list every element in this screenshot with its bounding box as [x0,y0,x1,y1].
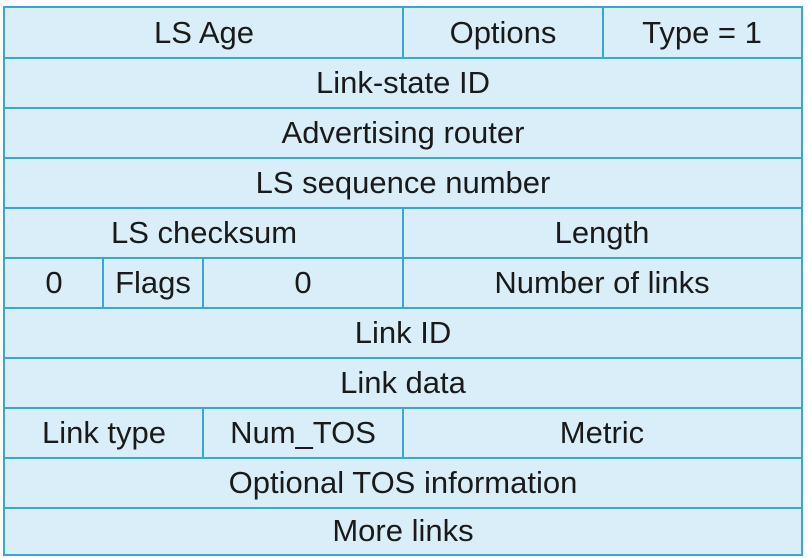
link-state-id-field: Link-state ID [315,65,490,100]
row-link-type-metric: Link type Num_TOS Metric [5,408,801,458]
divider-v-r1b [602,8,604,58]
row-checksum-length: LS checksum Length [5,208,801,258]
row-flags-links: 0 Flags 0 Number of links [5,258,801,308]
divider-h2 [5,107,801,109]
optional-tos-field: Optional TOS information [228,465,578,500]
flags-field: Flags [115,265,191,300]
link-id-field: Link ID [354,315,452,350]
divider-h9 [5,457,801,459]
ls-sequence-number-field: LS sequence number [255,165,551,200]
divider-h1 [5,57,801,59]
row-optional-tos: Optional TOS information [5,458,801,508]
divider-v-r9a [202,408,204,458]
number-of-links-field: Number of links [494,265,710,300]
length-field: Length [554,215,650,250]
divider-h6 [5,307,801,309]
zero-bit-field-2: 0 [294,265,312,300]
type-field: Type = 1 [642,15,762,50]
row-ls-sequence-number: LS sequence number [5,158,801,208]
row-header-1: LS Age Options Type = 1 [5,8,801,58]
row-advertising-router: Advertising router [5,108,801,158]
row-more-links: More links [5,508,801,554]
row-link-data: Link data [5,358,801,408]
options-field: Options [449,15,557,50]
divider-v-r5 [402,208,404,258]
row-link-id: Link ID [5,308,801,358]
divider-h3 [5,157,801,159]
metric-field: Metric [559,415,645,450]
link-data-field: Link data [340,365,466,400]
row-link-state-id: Link-state ID [5,58,801,108]
ls-age-field: LS Age [154,15,254,50]
divider-v-r9b [402,408,404,458]
divider-v-r1a [402,8,404,58]
ls-checksum-field: LS checksum [110,215,298,250]
link-type-field: Link type [41,415,167,450]
divider-v-r6c [402,258,404,308]
more-links-field: More links [332,513,474,548]
divider-h7 [5,357,801,359]
divider-h10 [5,507,801,509]
num-tos-field: Num_TOS [230,415,376,450]
divider-v-r6a [102,258,104,308]
divider-v-r6b [202,258,204,308]
zero-bit-field-1: 0 [45,265,63,300]
router-lsa-format-diagram: LS Age Options Type = 1 Link-state ID Ad… [3,6,803,556]
advertising-router-field: Advertising router [281,115,525,150]
